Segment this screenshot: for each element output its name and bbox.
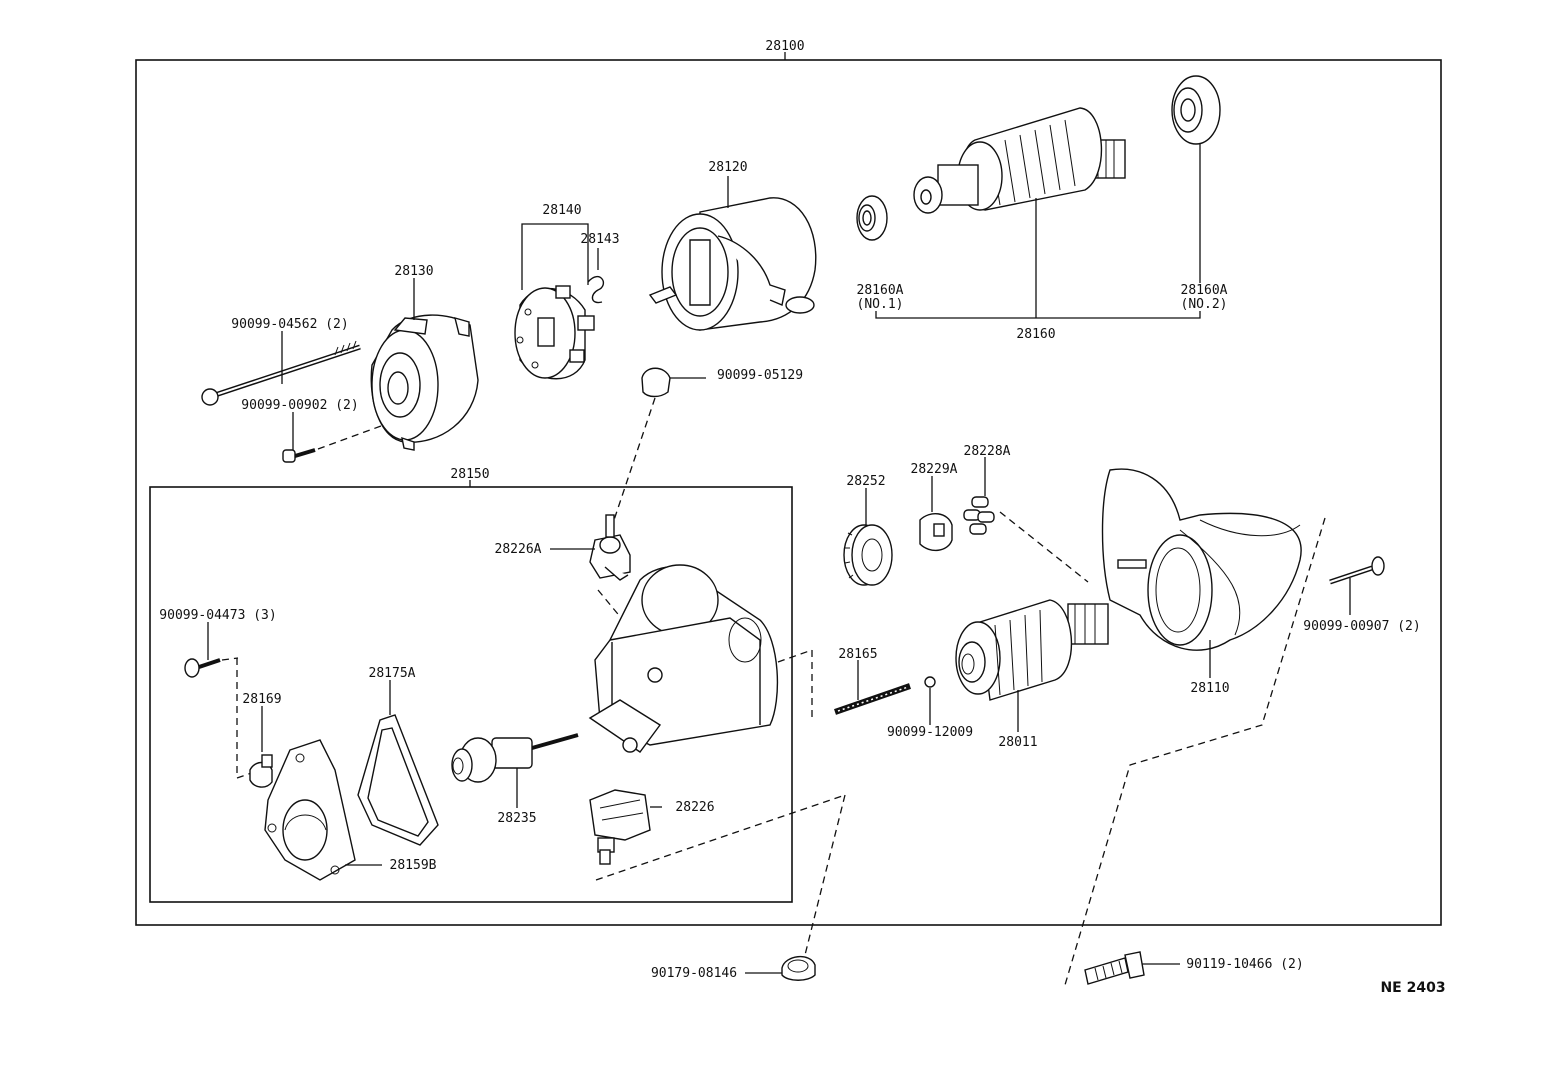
cover-screw-part <box>184 658 221 678</box>
plunger-part <box>451 733 579 783</box>
brush-spring-part <box>587 275 604 304</box>
clip-part <box>249 754 273 788</box>
terminal-cap-part <box>641 367 671 398</box>
idler-gear-part <box>843 524 893 586</box>
through-bolt-part <box>201 340 361 406</box>
mounting-bolt-part <box>1084 951 1145 985</box>
label-90099-04473: 90099-04473 (3) <box>159 608 276 623</box>
terminal-a-part <box>589 514 631 581</box>
label-28160A-no2-note: (NO.2) <box>1181 297 1228 312</box>
label-28228A: 28228A <box>964 444 1011 459</box>
label-28235: 28235 <box>497 811 536 826</box>
label-28140: 28140 <box>542 203 581 218</box>
label-28226: 28226 <box>675 800 714 815</box>
terminal-b-part <box>589 789 651 865</box>
gasket-part <box>357 714 439 846</box>
steel-ball-part <box>924 676 936 688</box>
dust-cap-part <box>781 956 816 981</box>
armature-part <box>913 107 1126 214</box>
label-90099-12009: 90099-12009 <box>887 725 973 740</box>
housing-bolt-part <box>1329 556 1385 585</box>
label-28229A: 28229A <box>911 462 958 477</box>
bearing-no1-part <box>856 195 888 241</box>
return-spring-part <box>834 683 911 715</box>
label-28160A-no1-note: (NO.1) <box>857 297 904 312</box>
starter-clutch-part <box>955 599 1109 701</box>
label-90099-00907: 90099-00907 (2) <box>1303 619 1420 634</box>
label-28160A-no1: 28160A <box>857 283 904 298</box>
label-28175A: 28175A <box>369 666 416 681</box>
field-frame-part <box>648 197 817 331</box>
rollers-part <box>963 496 995 535</box>
switch-end-cover-part <box>264 739 356 881</box>
subassembly-frame-28150: 28150 <box>149 467 793 903</box>
label-90099-00902: 90099-00902 (2) <box>241 398 358 413</box>
label-28159B: 28159B <box>390 858 437 873</box>
label-28143: 28143 <box>580 232 619 247</box>
label-28011: 28011 <box>998 735 1037 750</box>
brush-holder-part <box>514 285 595 380</box>
label-28100: 28100 <box>765 39 804 54</box>
label-28130: 28130 <box>394 264 433 279</box>
label-28160: 28160 <box>1016 327 1055 342</box>
label-28165: 28165 <box>838 647 877 662</box>
bearing-retainer-part <box>919 513 953 551</box>
screw-part <box>282 448 316 463</box>
commutator-end-frame-part <box>370 314 479 451</box>
diagram-reference-code: NE 2403 <box>1380 980 1445 996</box>
label-28252: 28252 <box>846 474 885 489</box>
label-90099-04562: 90099-04562 (2) <box>231 317 348 332</box>
label-90119-10466: 90119-10466 (2) <box>1186 957 1303 972</box>
magnetic-switch-housing-part <box>588 564 779 753</box>
label-28226A: 28226A <box>495 542 542 557</box>
assembly-frame-28100: 28100 <box>135 39 1442 926</box>
drive-housing-part <box>1101 468 1302 651</box>
label-28150: 28150 <box>450 467 489 482</box>
bearing-no2-part <box>1171 75 1221 145</box>
label-90099-05129: 90099-05129 <box>717 368 803 383</box>
label-28110: 28110 <box>1190 681 1229 696</box>
label-28120: 28120 <box>708 160 747 175</box>
label-28160A-no2: 28160A <box>1181 283 1228 298</box>
label-90179-08146: 90179-08146 <box>651 966 737 981</box>
label-28169: 28169 <box>242 692 281 707</box>
